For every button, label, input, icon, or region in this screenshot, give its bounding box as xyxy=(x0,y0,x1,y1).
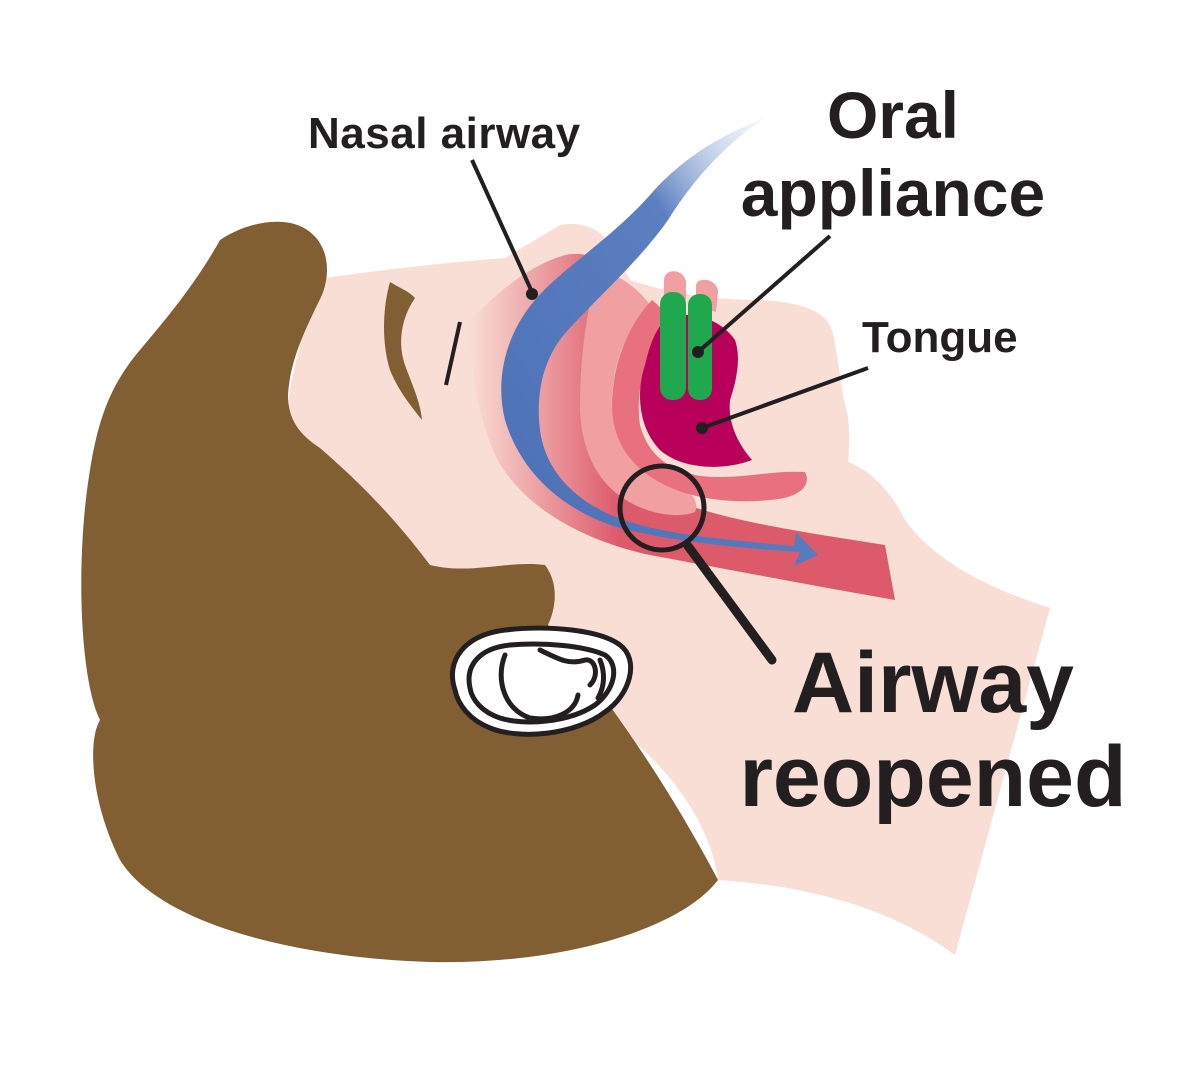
palate-mid-layer xyxy=(612,300,807,502)
airway-reopened-label-line1: Airway xyxy=(791,635,1075,731)
closed-eye xyxy=(384,282,422,420)
tongue-label: Tongue xyxy=(862,313,1018,362)
eyelash xyxy=(444,321,462,386)
tongue-dot xyxy=(696,422,708,434)
airway-reopened-label-line2: reopened xyxy=(739,729,1127,825)
magnifier-handle xyxy=(683,541,777,665)
nasal-airway-leader-line xyxy=(470,159,534,293)
hair xyxy=(81,221,719,963)
nasal-airway-label: Nasal airway xyxy=(308,109,581,158)
palate-light-layer xyxy=(580,270,697,516)
nasal-airway-tissue xyxy=(470,253,895,600)
tongue-leader-line xyxy=(701,366,869,430)
nasal-airway-dot xyxy=(526,288,538,300)
oral-appliance-left xyxy=(660,292,686,400)
oral-appliance-dot xyxy=(692,346,704,358)
oral-appliance-label-line1: Oral xyxy=(826,78,960,152)
airway-reopened-label: Airway reopened xyxy=(708,636,1158,824)
ear xyxy=(449,625,634,737)
oral-appliance-label-line2: appliance xyxy=(740,156,1046,230)
airflow-arrow xyxy=(501,118,818,566)
magnifier-circle xyxy=(617,463,707,553)
oral-appliance-label: Oral appliance xyxy=(718,76,1068,232)
oral-appliance-leader-line xyxy=(696,234,832,354)
